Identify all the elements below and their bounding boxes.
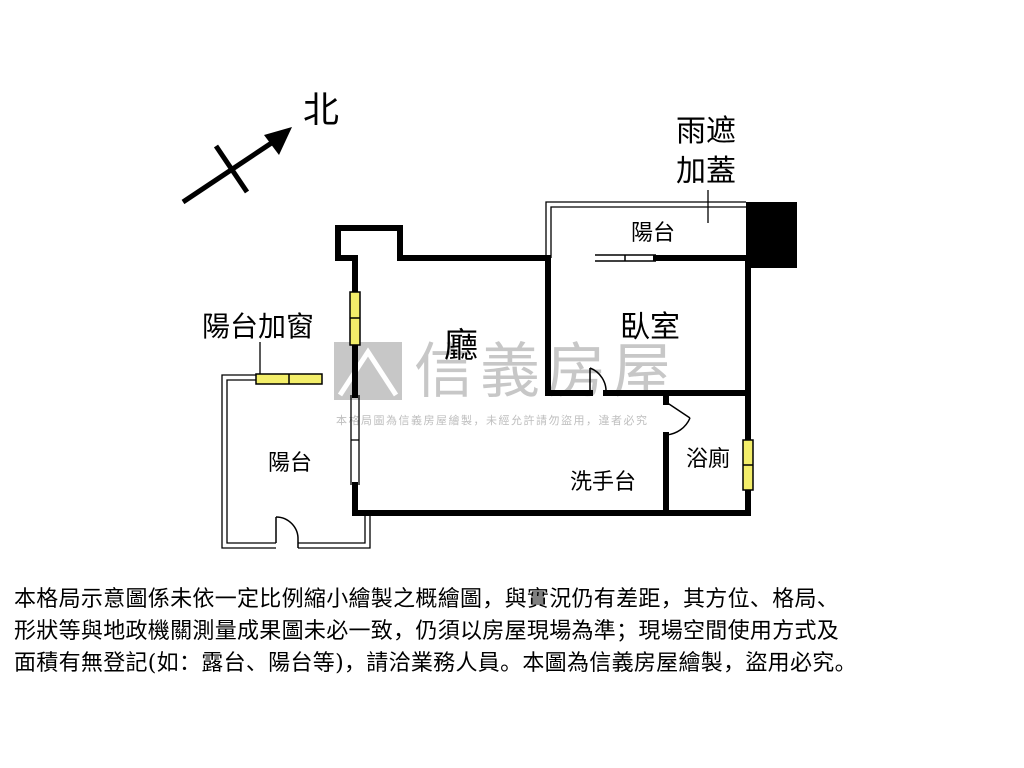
- canopy-block: [746, 202, 797, 268]
- west-balcony-outline: [221, 374, 371, 549]
- room-label-north-balcony: 陽台: [631, 221, 675, 246]
- room-label-bedroom: 臥室: [620, 310, 680, 345]
- annotation-canopy-line1: 雨遮: [676, 114, 736, 149]
- windows: [255, 291, 754, 491]
- north-wall: [335, 225, 551, 261]
- watermark-notice: 本格局圖為信義房屋繪製，未經允許請勿盜用，違者必究: [336, 413, 649, 427]
- room-label-bathroom: 浴廁: [686, 447, 730, 472]
- floor-plan: 北 信義房屋 本格局圖為信義房屋繪製，未經允許請勿盜用，違者必究: [181, 90, 797, 549]
- annotation-balcony-window: 陽台加窗: [202, 310, 314, 343]
- room-label-wash-basin: 洗手台: [570, 470, 636, 495]
- west-balcony-door: [275, 516, 299, 548]
- north-balcony-outline: [545, 201, 746, 258]
- disclaimer-line-2: 形狀等與地政機關測量成果圖未必一致，仍須以房屋現場為準；現場空間使用方式及: [14, 619, 840, 644]
- watermark: 信義房屋 本格局圖為信義房屋繪製，未經允許請勿盜用，違者必究: [334, 337, 672, 427]
- living-west-glazing: [350, 395, 360, 485]
- disclaimer-line-3: 面積有無登記(如：露台、陽台等)，請洽業務人員。本圖為信義房屋繪製，盜用必究。: [14, 651, 857, 676]
- walls: [335, 225, 751, 516]
- compass-north-label: 北: [303, 90, 339, 131]
- bathroom-door: [665, 401, 691, 436]
- disclaimer-line-1: 本格局示意圖係未依一定比例縮小繪製之概繪圖，與實況仍有差距，其方位、格局、: [14, 587, 840, 612]
- disclaimer: 本格局示意圖係未依一定比例縮小繪製之概繪圖，與實況仍有差距，其方位、格局、 形狀…: [14, 584, 1010, 680]
- annotation-canopy-line2: 加蓋: [676, 154, 736, 189]
- bedroom-door: [589, 367, 607, 394]
- compass-arrowhead: [264, 127, 292, 155]
- watermark-logo-roof: [337, 347, 399, 397]
- balcony-sliding-door: [595, 254, 656, 262]
- compass: 北: [181, 90, 339, 205]
- room-label-living: 廳: [444, 326, 478, 366]
- room-label-west-balcony: 陽台: [268, 451, 312, 476]
- compass-crossbar: [213, 144, 250, 194]
